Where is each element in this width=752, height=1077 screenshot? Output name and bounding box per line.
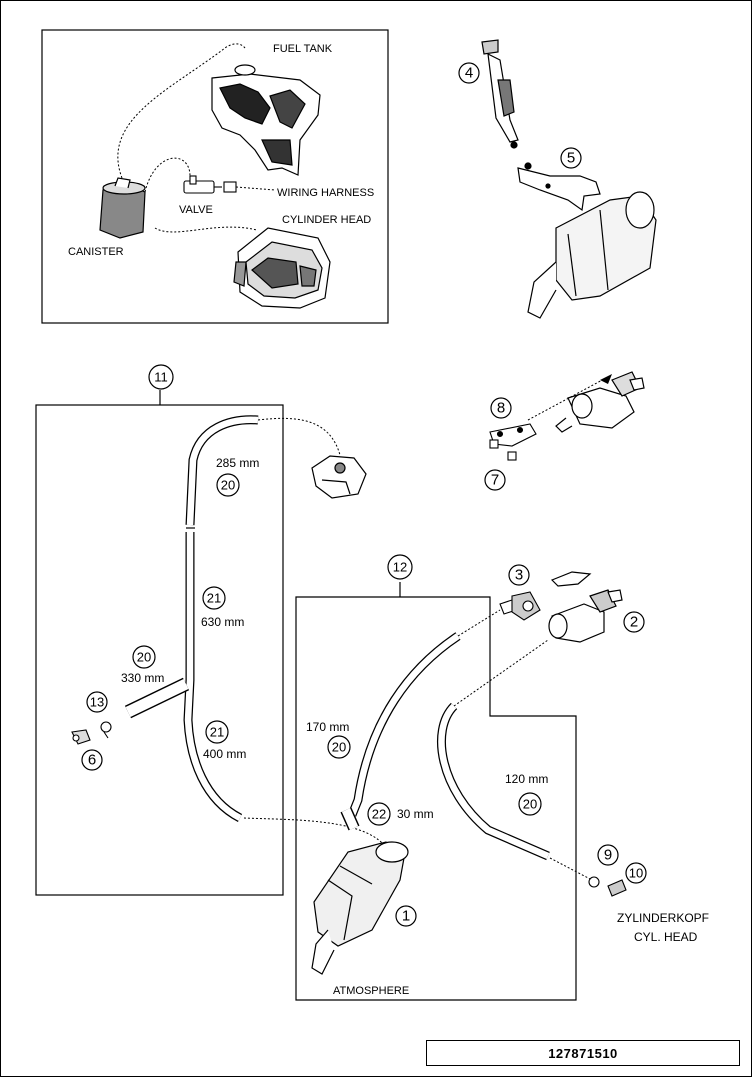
atmosphere-label: ATMOSPHERE [333,985,409,997]
hose-to-part3-line [457,609,501,637]
part-3-fitting [499,591,541,621]
hose-set-11 [124,415,259,823]
callout-20-b: 20 [137,650,151,665]
part-8-clip [489,423,537,447]
callout-2: 2 [630,614,638,631]
part-10-fitting [607,879,627,897]
canister-label: CANISTER [68,246,124,258]
callout-1: 1 [402,908,410,925]
valve-illustration [183,175,237,194]
callout-10: 10 [629,866,643,881]
length-285: 285 mm [216,456,259,470]
arrow-head-icon [600,374,612,384]
inset-frame [41,29,389,324]
callout-labels: 4 5 11 8 7 20 12 3 21 2 20 13 21 6 20 22… [88,65,643,925]
length-labels: 285 mm 630 mm 330 mm 400 mm 170 mm 30 mm… [121,456,548,821]
callout-8: 8 [497,400,505,417]
wiring-harness-label: WIRING HARNESS [277,187,374,199]
part-7-screws [489,439,517,461]
assembly-12-frame [295,596,577,1001]
length-330: 330 mm [121,671,164,685]
callout-4: 4 [465,65,473,82]
length-170: 170 mm [306,720,349,734]
callout-12: 12 [393,560,407,575]
drawing-number-box: 127871510 [426,1040,740,1066]
hose-to-canister-line [243,817,385,846]
hose-set-12 [340,632,550,861]
drawing-number: 127871510 [548,1045,618,1061]
fuel-tank-illustration [211,64,321,176]
valve-to-harness-line [235,186,276,191]
canister-upper-illustration [527,191,657,319]
length-120: 120 mm [505,772,548,786]
part-13-clamp [100,721,112,739]
assembly-11-frame [35,404,284,896]
upper-valve-illustration [555,371,645,433]
cylinder-head-label: CYLINDER HEAD [282,214,371,226]
callout-5: 5 [567,150,575,167]
callout-6: 6 [88,752,96,769]
cyl-head-label: CYL. HEAD [634,930,698,944]
callout-22: 22 [372,807,386,822]
hose-to-part9-line [549,857,593,881]
length-630: 630 mm [201,615,244,629]
canister-illustration [99,177,146,239]
valve-label: VALVE [179,204,213,216]
zylinderkopf-label: ZYLINDERKOPF [617,911,709,925]
callout-20-c: 20 [332,740,346,755]
part-8-to-valve-line [527,377,607,421]
length-30: 30 mm [397,807,434,821]
callout-21-a: 21 [207,591,221,606]
part-9-clamp [588,876,600,888]
callout-20-a: 20 [221,478,235,493]
canister-to-valve-line [144,157,191,193]
part-6-plug [71,729,91,745]
callout-11: 11 [154,370,168,385]
callout-9: 9 [604,847,612,864]
hose-to-tank-line [257,417,341,456]
part-1-canister [311,841,409,975]
fuel-tank-label: FUEL TANK [273,43,333,55]
cylinder-head-illustration [233,227,331,309]
callout-3: 3 [515,567,523,584]
callout-7: 7 [491,472,499,489]
part-2-valve [548,571,623,643]
valve-to-head-line [154,226,258,233]
length-400: 400 mm [203,747,246,761]
part-5-bracket [517,162,601,212]
part-4-strap [481,39,519,149]
callouts [81,62,647,927]
callout-13: 13 [90,695,104,710]
tank-fuel-cap-illustration [311,455,367,499]
hose-to-valve-line [453,639,549,707]
callout-21-b: 21 [210,725,224,740]
callout-20-d: 20 [523,797,537,812]
inset-system-overview: FUEL TANK WIRING HARNESS VALVE CYLINDER … [41,29,389,324]
canister-to-tank-line [117,43,246,179]
